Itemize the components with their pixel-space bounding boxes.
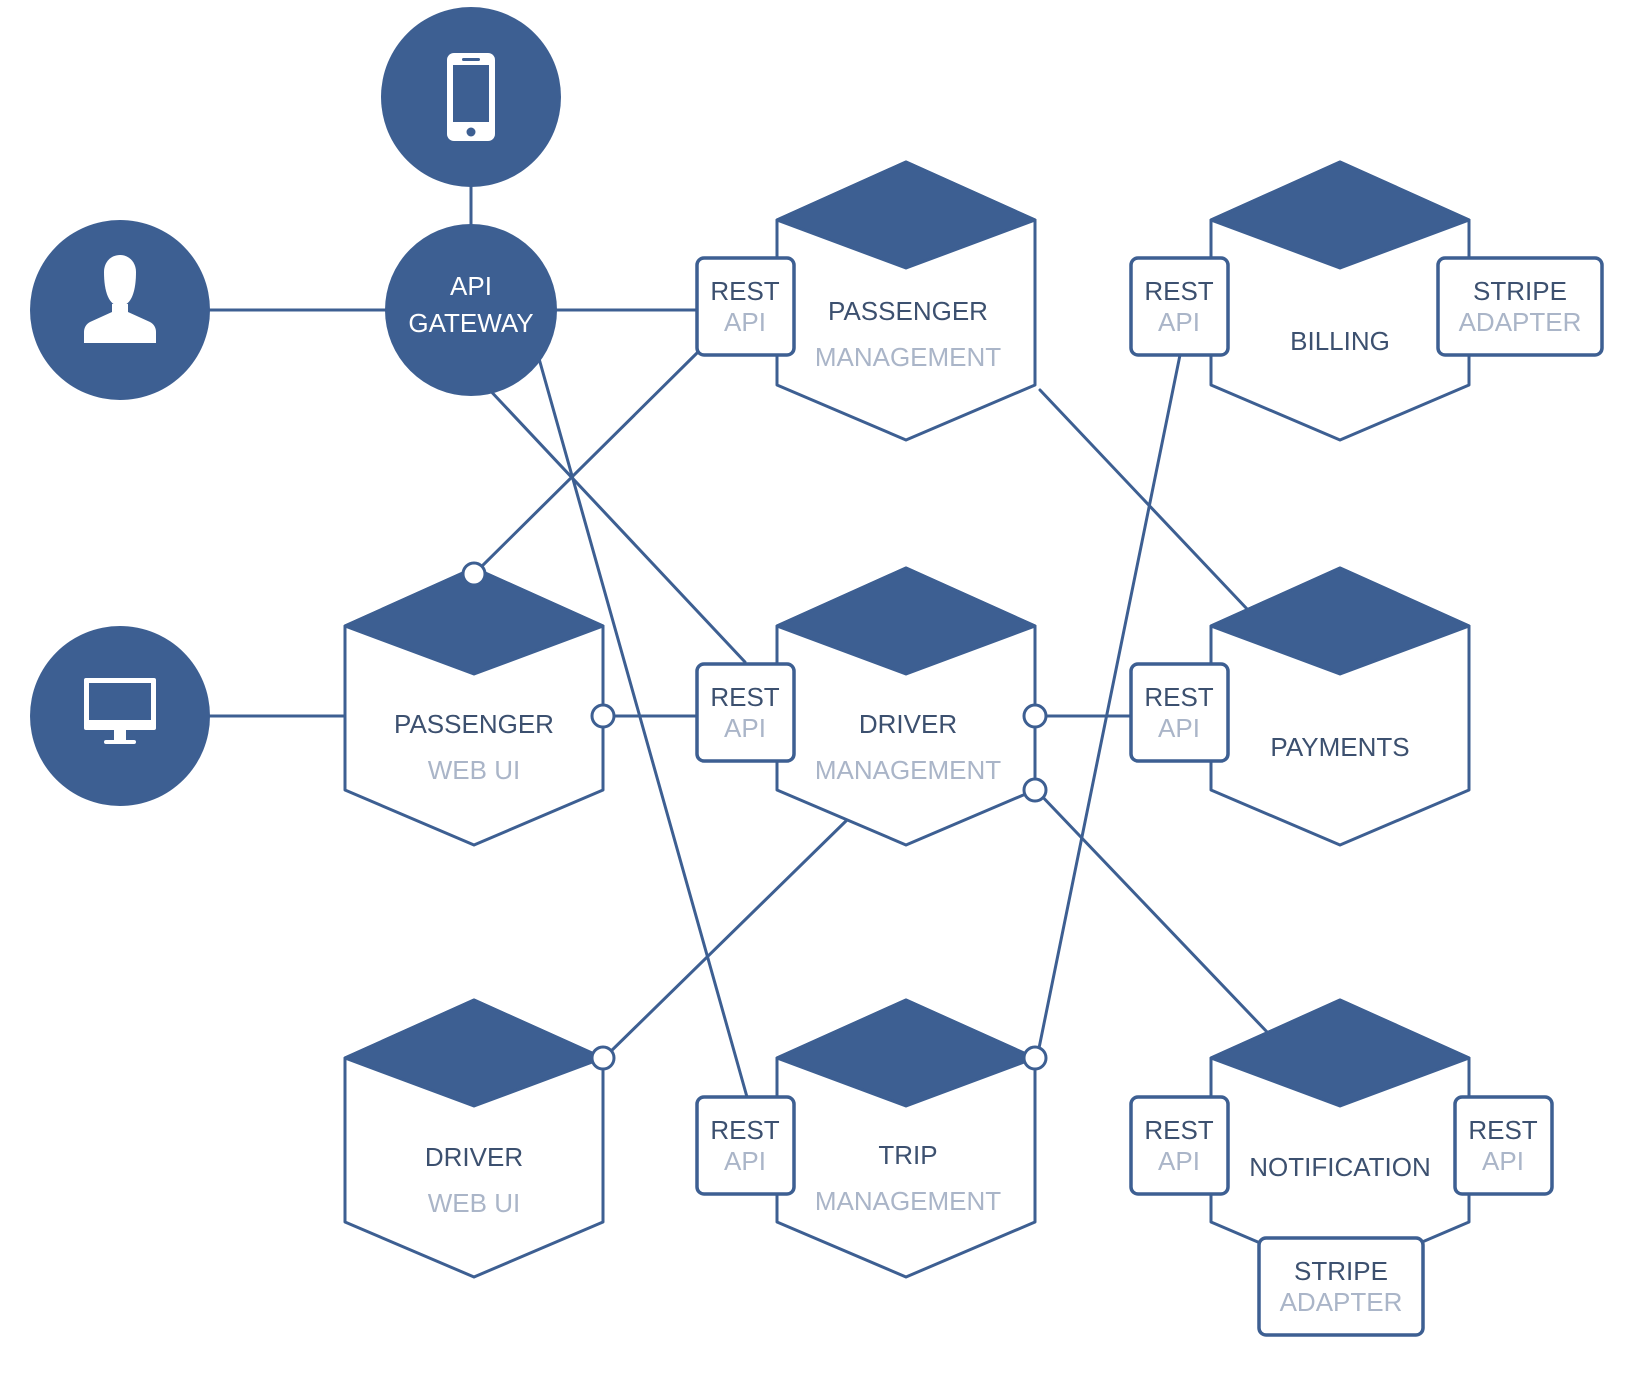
payments-title: PAYMENTS	[1270, 732, 1409, 762]
connector-dots	[461, 561, 1048, 1071]
port-trip-rest-api[interactable]: REST API	[695, 1095, 796, 1196]
port-billing-rest-api[interactable]: REST API	[1129, 256, 1230, 357]
edge-passenger-mgmt-payments	[1038, 388, 1250, 612]
service-passenger-management[interactable]: PASSENGER MANAGEMENT	[775, 160, 1037, 442]
trip-management-hexagon-top	[775, 998, 1037, 1108]
service-passenger-web-ui[interactable]: PASSENGER WEB UI	[343, 566, 605, 847]
trip-rest-api-line2: API	[724, 1146, 766, 1176]
mobile-phone-icon	[447, 53, 495, 141]
passenger-web-ui-title: PASSENGER	[394, 709, 554, 739]
port-notification-stripe-adapter[interactable]: STRIPE ADAPTER	[1257, 1236, 1425, 1337]
driver-management-subtitle: MANAGEMENT	[815, 755, 1001, 785]
connections	[206, 178, 1270, 1099]
api-gateway[interactable]: API GATEWAY	[385, 224, 557, 396]
notification-rest-api-right-line2: API	[1482, 1146, 1524, 1176]
payments-rest-api-line1: REST	[1144, 682, 1213, 712]
api-gateway-label-line2: GATEWAY	[408, 308, 533, 338]
trip-management-subtitle: MANAGEMENT	[815, 1186, 1001, 1216]
payments-rest-api-line2: API	[1158, 713, 1200, 743]
passenger-rest-api-line2: API	[724, 307, 766, 337]
passenger-management-title: PASSENGER	[828, 296, 988, 326]
mobile-client[interactable]	[381, 7, 561, 187]
driver-rest-api-line1: REST	[710, 682, 779, 712]
notification-rest-api-right-line1: REST	[1468, 1115, 1537, 1145]
port-payments-rest-api[interactable]: REST API	[1129, 662, 1230, 763]
notification-stripe-adapter-line2: ADAPTER	[1280, 1287, 1403, 1317]
edge-driver-mgmt-notification	[1034, 788, 1270, 1035]
driver-web-ui-hexagon-top	[343, 998, 605, 1108]
monitor-icon	[84, 678, 156, 744]
payments-rest-api-box	[1129, 662, 1230, 763]
billing-stripe-adapter-line1: STRIPE	[1473, 276, 1567, 306]
passenger-management-hexagon-top	[775, 160, 1037, 270]
billing-rest-api-line1: REST	[1144, 276, 1213, 306]
notification-stripe-adapter-box	[1257, 1236, 1425, 1337]
billing-stripe-adapter-box	[1436, 256, 1604, 357]
connector-dot-driver-mgmt-lower-right	[1022, 777, 1048, 803]
trip-management-title: TRIP	[878, 1140, 937, 1170]
notification-rest-api-left-line1: REST	[1144, 1115, 1213, 1145]
api-gateway-label-line1: API	[450, 271, 492, 301]
port-notification-rest-api-left[interactable]: REST API	[1129, 1095, 1230, 1196]
edge-driver-mgmt-driver-webui	[602, 818, 849, 1060]
driver-rest-api-line2: API	[724, 713, 766, 743]
user-client[interactable]	[30, 220, 210, 400]
service-driver-web-ui[interactable]: DRIVER WEB UI	[343, 998, 605, 1279]
notification-title: NOTIFICATION	[1249, 1152, 1431, 1182]
passenger-rest-api-box	[695, 256, 796, 357]
service-notification[interactable]: NOTIFICATION	[1209, 998, 1471, 1279]
api-gateway-circle[interactable]	[385, 224, 557, 396]
driver-web-ui-subtitle: WEB UI	[428, 1188, 520, 1218]
notification-rest-api-right-box	[1453, 1095, 1554, 1196]
connector-dot-passenger-webui-right	[590, 703, 616, 729]
billing-rest-api-line2: API	[1158, 307, 1200, 337]
billing-title: BILLING	[1290, 326, 1390, 356]
connector-dot-passenger-webui-top	[461, 561, 487, 587]
notification-stripe-adapter-line1: STRIPE	[1294, 1256, 1388, 1286]
edge-passenger-webui-passenger-rest	[472, 351, 699, 576]
driver-management-hexagon-top	[775, 566, 1037, 676]
notification-hexagon-top	[1209, 998, 1471, 1108]
port-driver-rest-api[interactable]: REST API	[695, 662, 796, 763]
connector-dot-trip-mgmt-right	[1022, 1045, 1048, 1071]
passenger-web-ui-hexagon-top	[343, 566, 605, 676]
notification-rest-api-left-line2: API	[1158, 1146, 1200, 1176]
trip-rest-api-line1: REST	[710, 1115, 779, 1145]
passenger-management-subtitle: MANAGEMENT	[815, 342, 1001, 372]
trip-rest-api-box	[695, 1095, 796, 1196]
driver-rest-api-box	[695, 662, 796, 763]
payments-hexagon-top	[1209, 566, 1471, 676]
edge-gateway-driver-rest	[483, 383, 747, 664]
edge-gateway-trip-rest	[536, 353, 749, 1099]
edge-trip-billing-rest	[1035, 353, 1182, 1060]
port-passenger-rest-api[interactable]: REST API	[695, 256, 796, 357]
service-payments[interactable]: PAYMENTS	[1209, 566, 1471, 847]
driver-web-ui-title: DRIVER	[425, 1142, 523, 1172]
service-trip-management[interactable]: TRIP MANAGEMENT	[775, 998, 1037, 1279]
connector-dot-driver-webui-right	[590, 1045, 616, 1071]
service-billing[interactable]: BILLING	[1209, 160, 1471, 442]
passenger-web-ui-subtitle: WEB UI	[428, 755, 520, 785]
billing-rest-api-box	[1129, 256, 1230, 357]
port-billing-stripe-adapter[interactable]: STRIPE ADAPTER	[1436, 256, 1604, 357]
user-icon	[84, 255, 156, 343]
connector-dot-driver-mgmt-right	[1022, 703, 1048, 729]
desktop-client[interactable]	[30, 626, 210, 806]
service-driver-management[interactable]: DRIVER MANAGEMENT	[775, 566, 1037, 847]
notification-rest-api-left-box	[1129, 1095, 1230, 1196]
billing-stripe-adapter-line2: ADAPTER	[1459, 307, 1582, 337]
port-notification-rest-api-right[interactable]: REST API	[1453, 1095, 1554, 1196]
driver-management-title: DRIVER	[859, 709, 957, 739]
billing-hexagon-top	[1209, 160, 1471, 270]
passenger-rest-api-line1: REST	[710, 276, 779, 306]
